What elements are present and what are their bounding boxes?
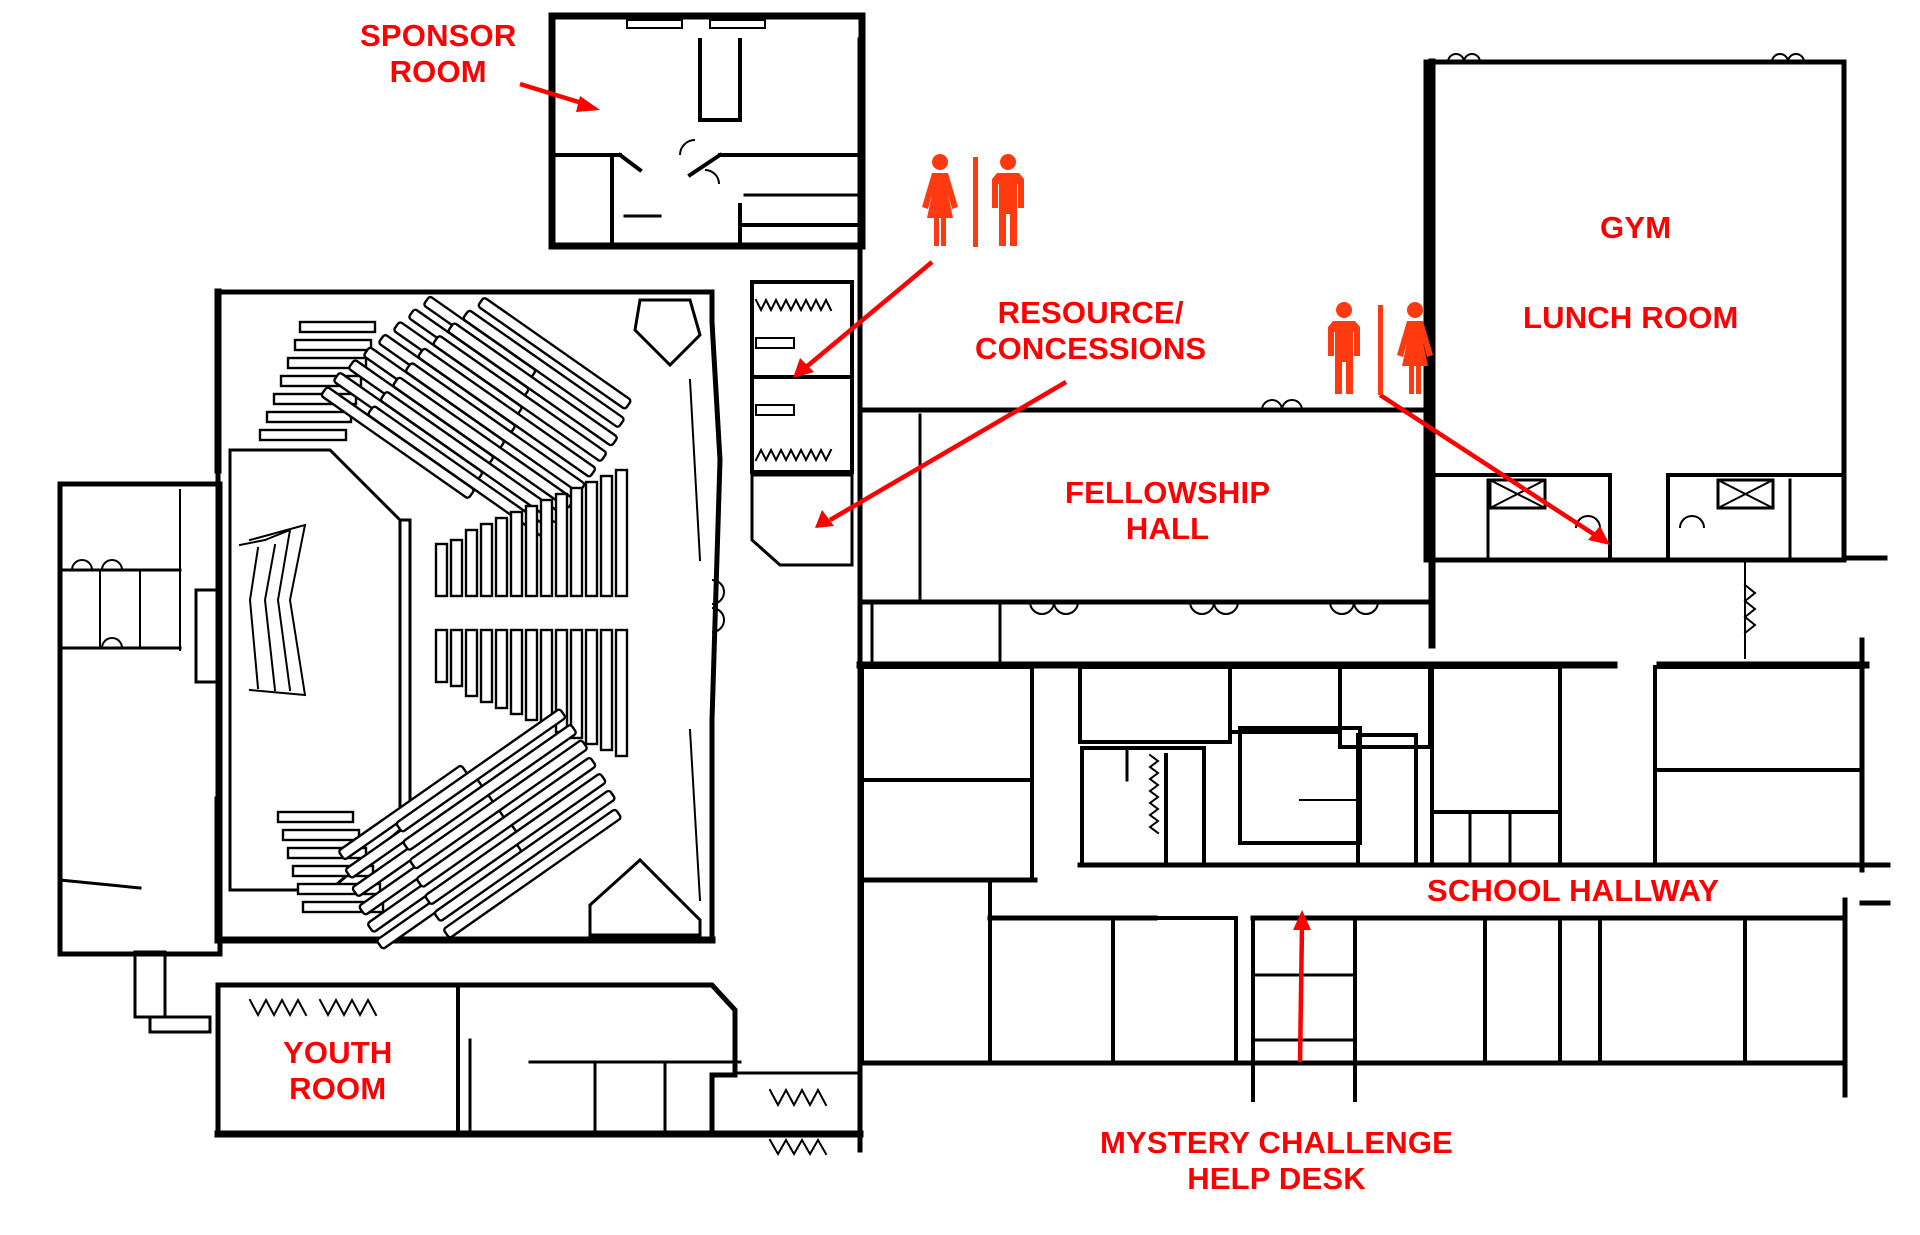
label-school-hallway: SCHOOL HALLWAY	[1427, 873, 1719, 909]
label-mystery-challenge-help-desk: MYSTERY CHALLENGE HELP DESK	[1100, 1125, 1453, 1197]
man-icon	[992, 154, 1024, 246]
pews-center-upper	[434, 468, 629, 598]
woman-icon	[922, 154, 958, 246]
school-wing	[856, 637, 1891, 1102]
label-line: GYM	[1600, 210, 1672, 245]
label-line: SCHOOL HALLWAY	[1427, 873, 1720, 908]
choir-steps	[238, 523, 307, 697]
man-icon	[1328, 302, 1360, 394]
west-wing	[57, 481, 223, 1034]
woman-icon	[1397, 302, 1433, 394]
label-resource-concessions: RESOURCE/ CONCESSIONS	[975, 295, 1206, 367]
label-line: ROOM	[289, 1071, 387, 1106]
label-line: LUNCH ROOM	[1523, 300, 1739, 335]
gym-lunch-room	[1423, 53, 1888, 659]
label-line: HELP DESK	[1187, 1161, 1366, 1196]
pews-diagonal-upper-2	[367, 297, 632, 538]
label-youth-room: YOUTH ROOM	[283, 1035, 393, 1107]
restroom-icons-gym	[1328, 302, 1433, 395]
youth-wing	[214, 37, 864, 1157]
label-lunch-room: LUNCH ROOM	[1523, 300, 1739, 336]
label-line: YOUTH	[283, 1035, 393, 1070]
label-line: ROOM	[389, 54, 487, 89]
restroom-concessions-block	[750, 280, 854, 567]
label-line: HALL	[1125, 511, 1210, 546]
pews-diagonal-upper	[320, 295, 537, 499]
divider-bar	[973, 157, 978, 247]
label-sponsor-room: SPONSOR ROOM	[360, 18, 516, 90]
label-fellowship-hall: FELLOWSHIP HALL	[1065, 475, 1270, 547]
label-line: CONCESSIONS	[975, 331, 1207, 366]
label-line: MYSTERY CHALLENGE	[1100, 1125, 1454, 1160]
sanctuary	[214, 288, 725, 950]
pews-left-bottom	[276, 810, 385, 914]
stair-block	[1148, 753, 1168, 864]
pews-diagonal-lower-2	[395, 708, 622, 939]
restroom-icons-church	[922, 154, 1024, 247]
pews-center-lower	[434, 628, 629, 758]
pews-left-top	[258, 320, 377, 442]
sponsor-wing	[548, 12, 866, 250]
label-gym: GYM	[1600, 210, 1671, 246]
label-line: FELLOWSHIP	[1065, 475, 1271, 510]
label-line: RESOURCE/	[997, 295, 1184, 330]
label-line: SPONSOR	[360, 18, 517, 53]
divider-bar	[1378, 305, 1383, 395]
